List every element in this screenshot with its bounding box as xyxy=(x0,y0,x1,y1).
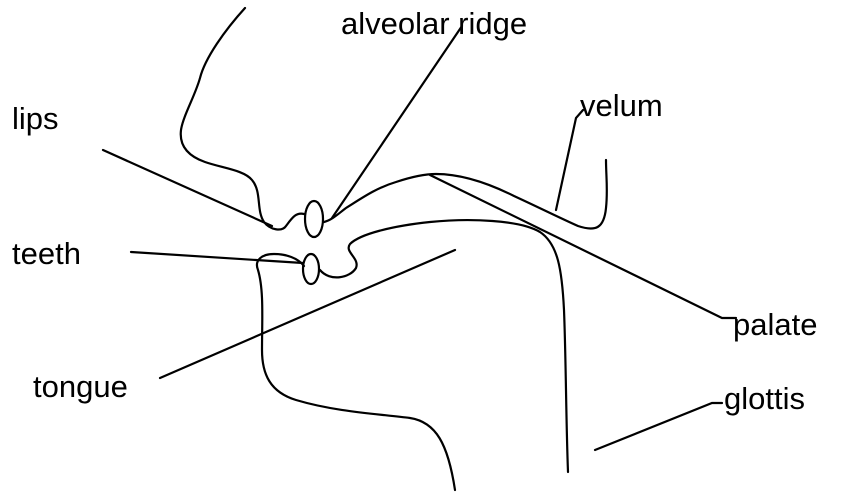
label-alveolar-ridge: alveolar ridge xyxy=(341,8,527,39)
leader-line-palate xyxy=(430,175,736,318)
tongue-outline xyxy=(320,220,568,472)
label-teeth: teeth xyxy=(12,238,81,269)
upper-tooth xyxy=(305,201,323,237)
label-lips: lips xyxy=(12,103,59,134)
lower-tooth xyxy=(303,254,319,284)
label-palate: palate xyxy=(733,309,817,340)
label-velum: velum xyxy=(580,90,663,121)
leader-line-tongue xyxy=(160,250,455,378)
label-tongue: tongue xyxy=(33,371,128,402)
leader-line-alveolar-ridge xyxy=(332,26,462,218)
leader-line-glottis xyxy=(595,403,722,450)
chin-neck-outline xyxy=(257,254,455,490)
leader-line-lips xyxy=(103,150,272,226)
leader-line-velum xyxy=(556,110,583,210)
label-glottis: glottis xyxy=(724,383,805,414)
face-profile-outline xyxy=(181,8,304,229)
